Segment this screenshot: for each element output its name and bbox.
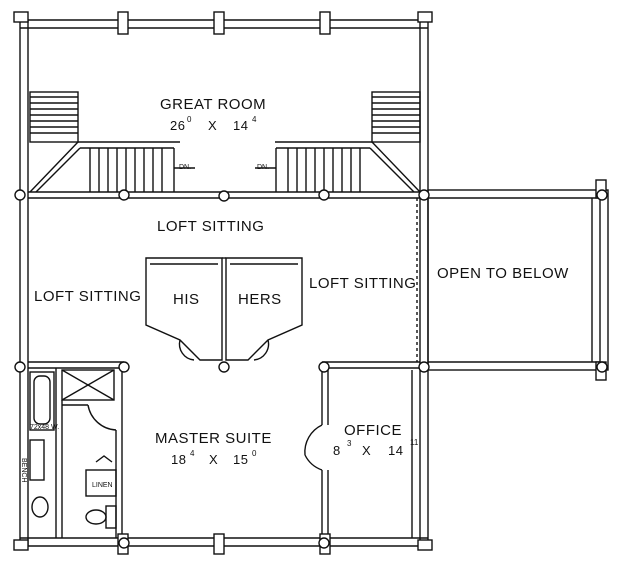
loft-sitting-left: LOFT SITTING [34,288,142,305]
master-suite-width-in: 4 [190,449,195,458]
open-to-below-frame [416,189,609,371]
linen-label: LINEN [92,482,113,489]
office-label: OFFICE [344,422,402,439]
office-width: 8 [333,443,341,458]
great-room-label: GREAT ROOM [160,96,267,113]
bathtub [29,371,55,431]
his-closet-label: HIS [173,291,200,308]
stair-down-right: DN. [257,164,270,171]
office-depth: 14 [388,443,404,458]
linen-closet [85,469,117,497]
bench-label: BENCH [20,458,27,483]
left-stair [29,91,195,193]
office-width-in: 3 [347,439,352,448]
great-room-width: 26 [170,118,186,133]
great-room-width-in: 0 [187,115,192,124]
master-suite-label: MASTER SUITE [155,430,272,447]
interior-walls [28,361,420,538]
log-posts [13,11,608,555]
sink [31,496,49,518]
tub-size-label: 72x48 W. [30,424,60,431]
hers-closet-label: HERS [238,291,282,308]
great-room-depth-in: 4 [252,115,257,124]
bench [29,439,45,481]
closets [145,257,303,361]
loft-sitting-top: LOFT SITTING [157,218,265,235]
shower [61,369,115,401]
great-room-depth: 14 [233,118,249,133]
loft-sitting-right: LOFT SITTING [309,275,417,292]
toilet [85,505,117,529]
office-depth-in: 11 [410,438,419,447]
master-suite-depth: 15 [233,452,249,467]
stair-down-left: DN. [179,164,192,171]
great-room-x: X [208,118,218,133]
right-stair [255,91,421,193]
master-suite-width: 18 [171,452,187,467]
open-to-below-label: OPEN TO BELOW [437,265,569,282]
master-suite-x: X [209,452,219,467]
master-suite-depth-in: 0 [252,449,257,458]
office-x: X [362,443,372,458]
